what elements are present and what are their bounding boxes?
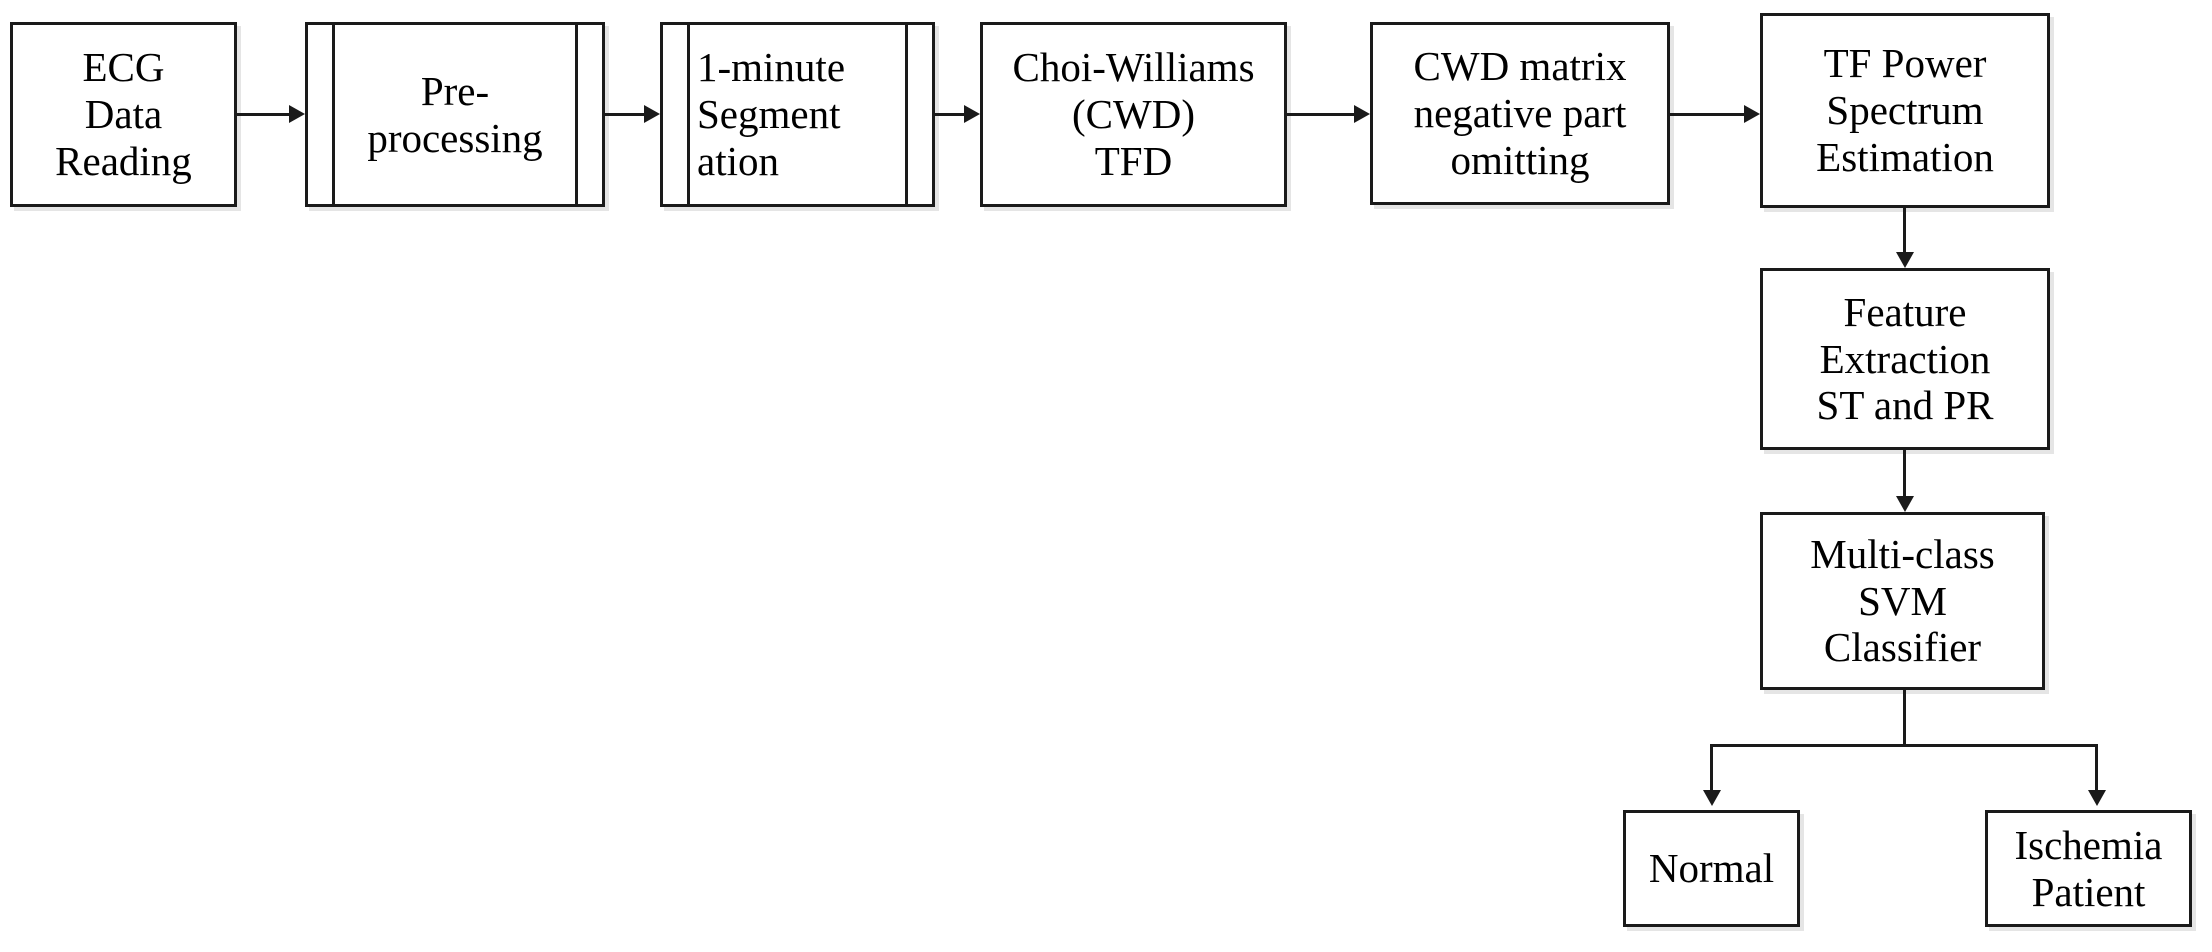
node-label-line: Data: [84, 91, 163, 138]
edge-svm-stem: [1903, 690, 1906, 747]
node-ischemia-patient[interactable]: Ischemia Patient: [1985, 810, 2192, 927]
node-label-line: CWD matrix: [1413, 43, 1627, 90]
node-label-line: 1-minute: [697, 44, 846, 91]
node-label-line: processing: [367, 114, 543, 161]
node-label-line: Normal: [1648, 845, 1775, 892]
arrowhead-segmentation-to-cwd: [964, 105, 980, 123]
node-one-minute-segmentation[interactable]: 1-minute Segment ation: [660, 22, 935, 207]
edge-segmentation-to-cwd: [935, 113, 964, 116]
node-label-line: Multi-class: [1810, 530, 1995, 577]
node-label-line: Pre-: [420, 67, 490, 114]
node-label-line: Estimation: [1816, 133, 1994, 180]
node-label-line: ation: [697, 137, 779, 184]
node-cwd-matrix-negative-part-omitting[interactable]: CWD matrix negative part omitting: [1370, 22, 1670, 205]
edge-svm-to-ischemia: [2095, 744, 2098, 792]
node-feature-extraction-st-and-pr[interactable]: Feature Extraction ST and PR: [1760, 268, 2050, 450]
node-label-line: omitting: [1450, 136, 1590, 183]
node-multi-class-svm-classifier[interactable]: Multi-class SVM Classifier: [1760, 512, 2045, 690]
node-label-line: TF Power: [1823, 40, 1987, 87]
node-label-line: Ischemia: [2014, 821, 2163, 868]
arrowhead-svm-to-normal: [1703, 790, 1721, 806]
arrowhead-reading-to-preprocessing: [289, 105, 305, 123]
node-normal[interactable]: Normal: [1623, 810, 1800, 927]
node-label-line: ST and PR: [1816, 382, 1994, 429]
node-label-line: negative part: [1413, 90, 1627, 137]
edge-preprocessing-to-segmentation: [605, 113, 644, 116]
node-pre-processing[interactable]: Pre- processing: [305, 22, 605, 207]
edge-svm-to-normal: [1710, 744, 1713, 792]
node-label-line: (CWD): [1072, 91, 1195, 138]
arrowhead-omitting-to-tf-power: [1744, 105, 1760, 123]
node-tf-power-spectrum-estimation[interactable]: TF Power Spectrum Estimation: [1760, 13, 2050, 208]
arrowhead-svm-to-ischemia: [2088, 790, 2106, 806]
edge-svm-split-bus: [1710, 744, 2098, 747]
node-label-line: Feature: [1843, 288, 1967, 335]
arrowhead-preprocessing-to-segmentation: [644, 105, 660, 123]
edge-cwd-to-negative-omitting: [1287, 113, 1354, 116]
edge-reading-to-preprocessing: [237, 113, 289, 116]
node-choi-williams-tfd[interactable]: Choi-Williams (CWD) TFD: [980, 22, 1287, 207]
arrowhead-cwd-to-negative-omitting: [1354, 105, 1370, 123]
node-label-line: Classifier: [1823, 624, 1982, 671]
node-label-line: Reading: [55, 137, 192, 184]
edge-feature-to-svm: [1903, 450, 1906, 498]
edge-tf-power-to-feature: [1903, 208, 1906, 254]
node-label-line: Extraction: [1819, 335, 1991, 382]
node-label-line: TFD: [1094, 137, 1173, 184]
node-label-line: Spectrum: [1826, 87, 1984, 134]
node-label-line: ECG: [82, 44, 165, 91]
node-label-line: SVM: [1858, 577, 1947, 624]
arrowhead-feature-to-svm: [1896, 496, 1914, 512]
node-label-line: Choi-Williams: [1012, 44, 1255, 91]
arrowhead-tf-power-to-feature: [1896, 252, 1914, 268]
node-label-line: Patient: [2031, 868, 2146, 915]
node-label-line: Segment: [697, 91, 841, 138]
node-ecg-data-reading[interactable]: ECG Data Reading: [10, 22, 237, 207]
edge-omitting-to-tf-power: [1670, 113, 1744, 116]
